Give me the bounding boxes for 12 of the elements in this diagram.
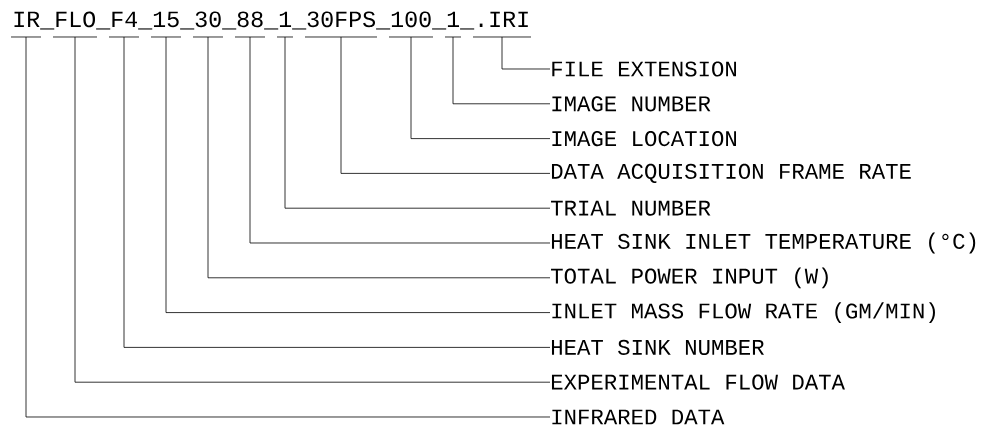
field-label: HEAT SINK NUMBER (552, 339, 764, 355)
field-label: HEAT SINK INLET TEMPERATURE (°C) (552, 232, 976, 254)
field-label: IMAGE LOCATION (552, 131, 736, 147)
field-label: FILE EXTENSION (552, 61, 736, 77)
field-label: DATA ACQUISITION FRAME RATE (552, 163, 911, 183)
field-label: IMAGE NUMBER (552, 96, 711, 112)
field-label: INLET MASS FLOW RATE (GM/MIN) (552, 302, 935, 323)
field-label: INFRARED DATA (552, 409, 725, 425)
file-name: IR_FLO_F4_15_30_88_1_30FPS_100_1_.IRI (14, 11, 528, 30)
field-label: TOTAL POWER INPUT (W) (551, 267, 828, 289)
field-label: TRIAL NUMBER (551, 200, 711, 216)
field-label: EXPERIMENTAL FLOW DATA (552, 374, 845, 390)
